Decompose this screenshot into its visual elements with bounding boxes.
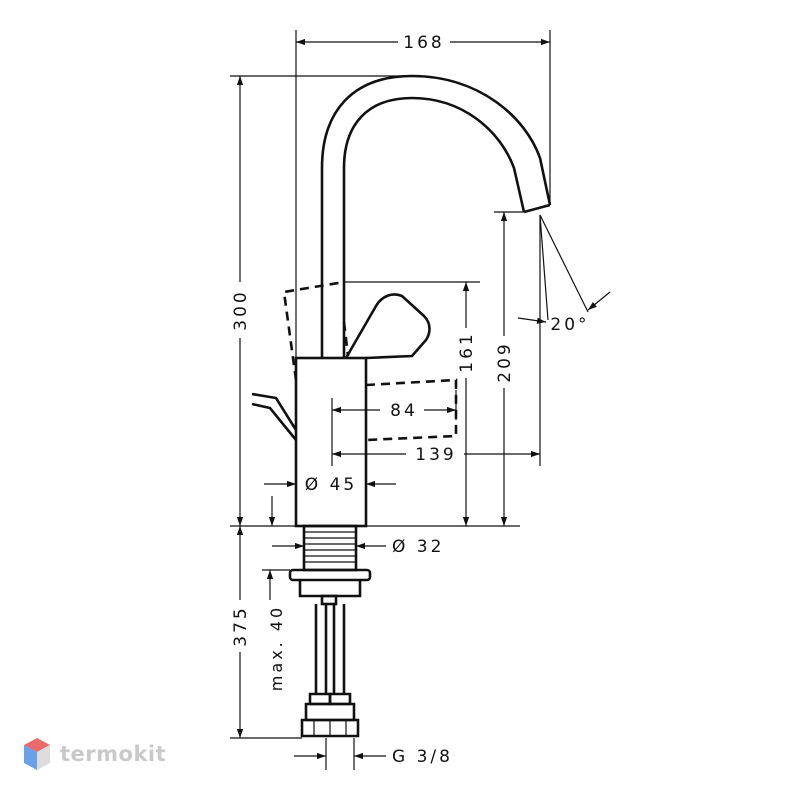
dim-connection: G 3/8 [392,747,453,767]
dim-height-total: 300 [231,289,251,330]
logo-text: termokit [60,742,167,766]
faucet-handle [251,280,458,442]
faucet-spout [320,74,552,358]
dim-max-thickness: max. 40 [267,605,286,691]
dim-spout-height: 209 [495,341,515,382]
dim-spout-reach: 139 [415,445,456,465]
dim-width-total: 168 [403,33,444,53]
dim-install-depth: 375 [231,605,251,646]
cube-icon [24,738,50,770]
faucet-thread [288,524,372,606]
dimension-labels: 168 300 161 209 84 139 Ø 45 Ø 32 20° 375… [228,32,589,767]
dim-spout-to-handle: 161 [457,331,477,372]
dim-body-diameter: Ø 45 [305,475,357,495]
brand-logo: termokit [22,736,166,772]
faucet-body [294,356,368,528]
dim-handle-reach: 84 [390,401,418,421]
dim-thread-diameter: Ø 32 [392,537,444,557]
dim-angle: 20° [550,315,589,335]
extension-lines [230,30,589,770]
supply-hoses [300,604,360,738]
